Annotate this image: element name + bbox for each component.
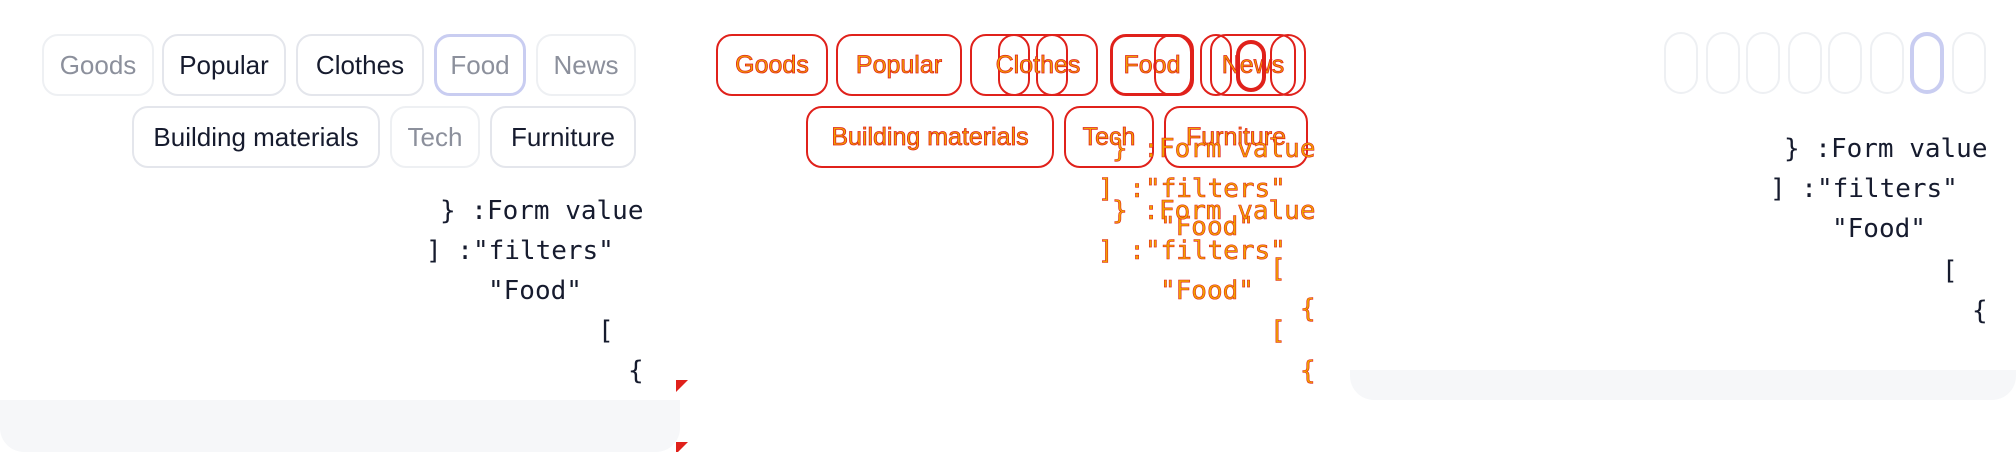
- selected-value-line: "Food": [1832, 214, 1926, 244]
- overlay-chip-frame: [998, 34, 1030, 96]
- filter-chip-tech[interactable]: Tech: [390, 106, 480, 168]
- filter-chip-furniture[interactable]: Furniture: [490, 106, 636, 168]
- skeleton-chip: [1746, 32, 1780, 94]
- skeleton-chip: [1870, 32, 1904, 94]
- filter-chip-clothes[interactable]: Clothes: [296, 34, 424, 96]
- array-bracket-line: [: [1942, 256, 1958, 286]
- overlay-chip-popular[interactable]: Popular: [836, 34, 962, 96]
- overlay-array-bracket-line: [: [1270, 316, 1286, 347]
- filter-chip-goods[interactable]: Goods: [42, 34, 154, 96]
- filters-key-line: ] :"filters": [426, 236, 614, 266]
- skeleton-chip: [1664, 32, 1698, 94]
- overlay-marker: [676, 442, 688, 452]
- overlay-chip-furniture[interactable]: Furniture: [1164, 106, 1308, 168]
- overlay-array-bracket-line: [: [1270, 254, 1286, 285]
- overlay-chip-tech[interactable]: Tech: [1064, 106, 1154, 168]
- overlay-chip-frame: [1236, 40, 1266, 92]
- overlay-chip-frame: [970, 34, 1098, 96]
- overlay-filters-key-line: ] :"filters": [1098, 236, 1286, 267]
- object-brace-line: {: [628, 356, 644, 386]
- filter-chip-food[interactable]: Food: [434, 34, 526, 96]
- overlay-chip-frame: [1270, 34, 1306, 96]
- form-value-line: } :Form value: [440, 196, 644, 226]
- filter-chip-news[interactable]: News: [536, 34, 636, 96]
- overlay-filters-key-line: ] :"filters": [1098, 174, 1286, 205]
- overlay-chip-clothes[interactable]: Clothes: [995, 50, 1081, 79]
- object-brace-line: {: [1972, 296, 1988, 326]
- form-value-line: } :Form value: [1784, 134, 1988, 164]
- overlay-form-value-line: } :Form value: [1112, 196, 1316, 227]
- overlay-chip-goods[interactable]: Goods: [716, 34, 828, 96]
- skeleton-chip: [1788, 32, 1822, 94]
- filter-chip-popular[interactable]: Popular: [162, 34, 286, 96]
- overlay-chip-frame: [1154, 34, 1192, 96]
- skeleton-chip-selected: [1910, 32, 1944, 94]
- array-bracket-line: [: [598, 316, 614, 346]
- filters-key-line: ] :"filters": [1770, 174, 1958, 204]
- overlay-chip-frame: [1200, 34, 1232, 96]
- skeleton-chip: [1828, 32, 1862, 94]
- overlay-marker: [676, 380, 688, 392]
- overlay-chip-food[interactable]: Food: [1110, 34, 1194, 96]
- overlay-chip-frame: [1036, 34, 1068, 96]
- overlay-object-brace-line: {: [1300, 356, 1316, 387]
- overlay-selected-value-line: "Food": [1160, 212, 1255, 243]
- overlay-selected-value-line: "Food": [1160, 276, 1255, 307]
- overlay-object-brace-line: {: [1300, 294, 1316, 325]
- skeleton-chip: [1706, 32, 1740, 94]
- overlay-form-value-line: } :Form value: [1112, 134, 1316, 165]
- panel-1-background: [0, 400, 680, 452]
- filter-chip-building-materials[interactable]: Building materials: [132, 106, 380, 168]
- selected-value-line: "Food": [488, 276, 582, 306]
- overlay-chip-building-materials[interactable]: Building materials: [806, 106, 1054, 168]
- panel-3-background: [1350, 370, 2016, 400]
- skeleton-chip: [1952, 32, 1986, 94]
- panel-2-background: [680, 400, 1350, 452]
